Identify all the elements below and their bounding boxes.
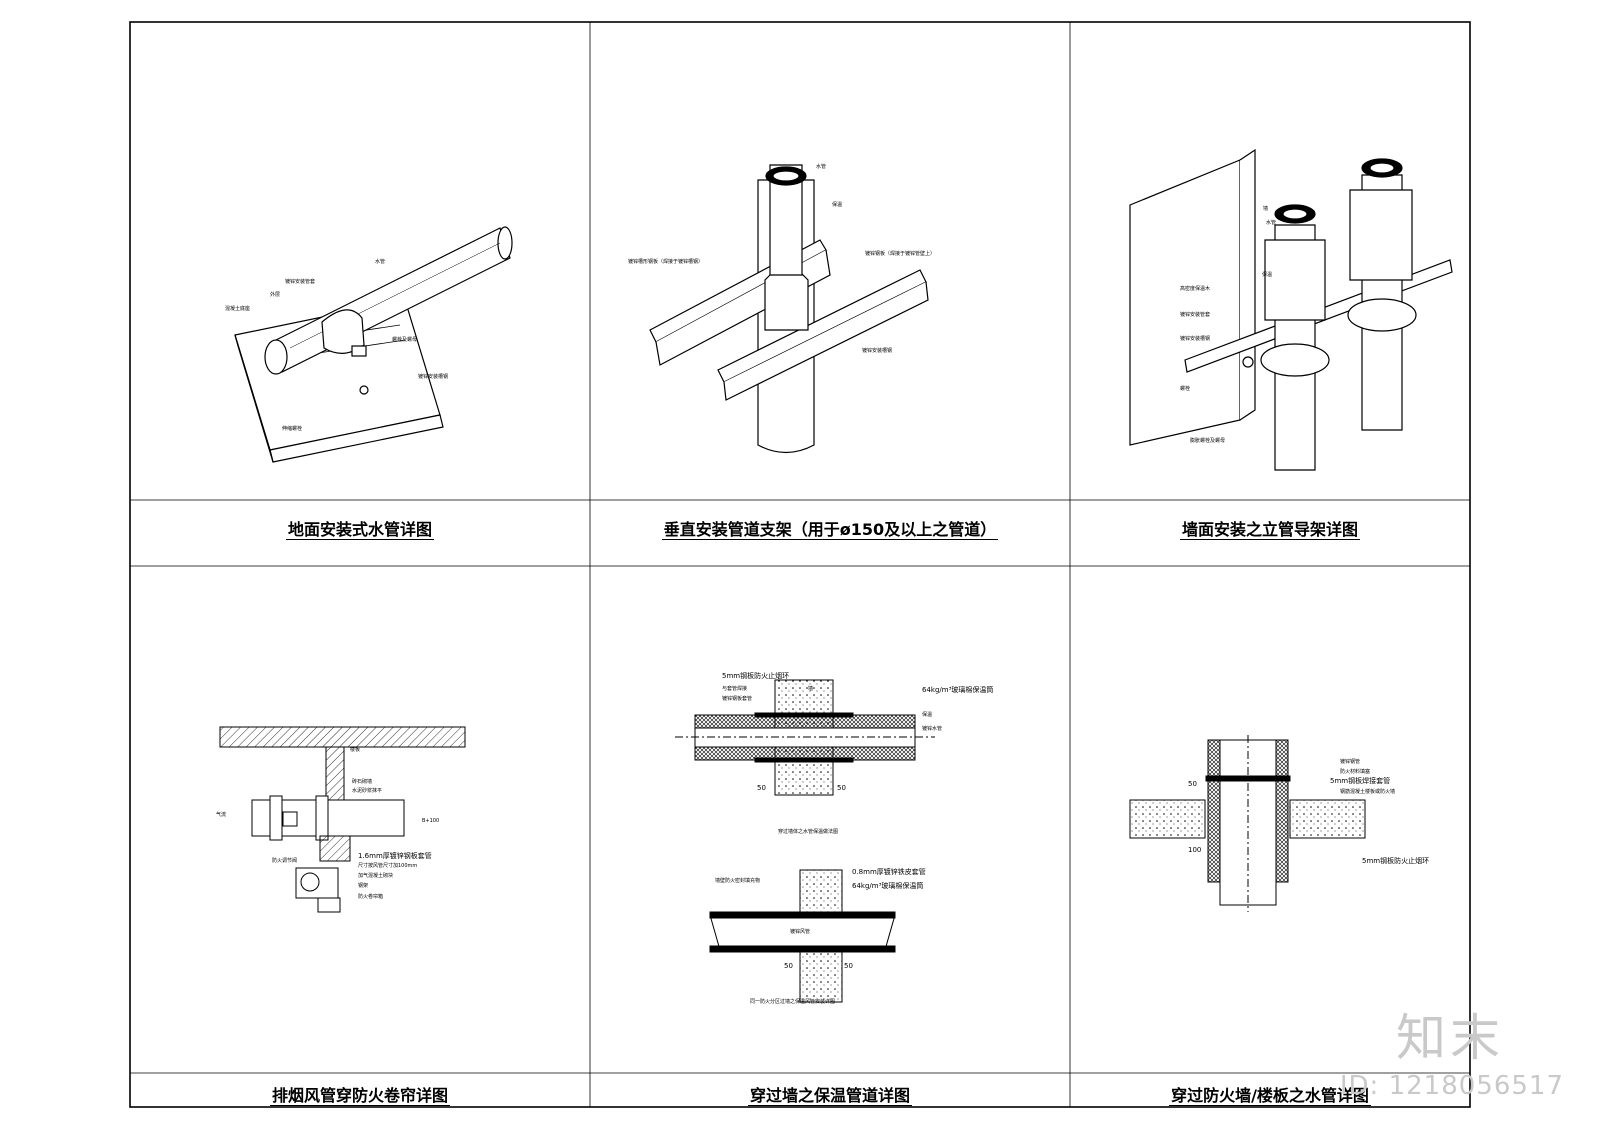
label-taoguan: 镀锌钢板套管 bbox=[722, 695, 752, 702]
label-louban-fanghuoqiang: 钢筋混凝土楼板或防火墙 bbox=[1340, 788, 1395, 795]
panel-wall-riser-drawing bbox=[1129, 148, 1453, 471]
label-baowen: 保温 bbox=[1262, 271, 1272, 278]
label-luoshuan: 螺栓 bbox=[1180, 385, 1190, 392]
panel-vertical-support-drawing bbox=[649, 164, 929, 454]
label-hunningtu-dizuo: 混凝土底座 bbox=[225, 305, 250, 312]
label-dim-50-c: 50 bbox=[784, 962, 793, 970]
label-caption-duct: 同一防火分区过墙之保温风管安装详图 bbox=[750, 998, 835, 1005]
label-fengguan: 镀锌风管 bbox=[790, 928, 810, 935]
label-duxin-gangguan: 镀锌钢管 bbox=[1340, 758, 1360, 765]
label-dim-50-b: 50 bbox=[837, 784, 846, 792]
label-fanghuo-cailiao: 防火材料填塞 bbox=[1340, 768, 1370, 775]
label-shuini: 水泥砂浆抹平 bbox=[352, 787, 382, 794]
label-tiaojiefa: 防火调节阀 bbox=[272, 857, 297, 864]
panel-smoke-duct-drawing bbox=[219, 726, 466, 913]
label-chicun: 尺寸按风管尺寸加100mm bbox=[358, 862, 417, 869]
label-jiaqi-hunningtu: 加气混凝土砌块 bbox=[358, 872, 393, 879]
label-shuiguan: 水管 bbox=[1266, 219, 1276, 226]
caption-smoke-duct: 排烟风管穿防火卷帘详图 bbox=[269, 1086, 450, 1106]
label-tiepi-taoguan: 0.8mm厚镀锌铁皮套管 bbox=[852, 867, 926, 876]
label-caogang: 镀锌安装槽钢 bbox=[1180, 335, 1210, 342]
label-dim-50-a: 50 bbox=[757, 784, 766, 792]
label-dim-100: 100 bbox=[1188, 846, 1201, 854]
label-qiang: 墙 bbox=[808, 685, 813, 692]
label-dim-b100: B+100 bbox=[422, 818, 439, 824]
caption-firewall-pipe: 穿过防火墙/楼板之水管详图 bbox=[1169, 1086, 1371, 1106]
panel-insulated-pipe-drawing bbox=[675, 679, 935, 1003]
label-louban: 楼板 bbox=[350, 746, 360, 753]
label-hanjie-taoguan: 5mm钢板焊接套管 bbox=[1330, 776, 1390, 785]
label-mifeng: 墙壁防火密封填充物 bbox=[715, 877, 760, 884]
caption-vertical-support: 垂直安装管道支架（用于ø150及以上之管道） bbox=[661, 520, 999, 540]
label-juanlian-xiang: 防火卷帘箱 bbox=[358, 893, 383, 900]
label-duxin-gangban: 镀锌钢板（焊接于镀锌管壁上） bbox=[865, 250, 935, 257]
label-zhiyanhuan-6: 5mm钢板防火止烟环 bbox=[1362, 856, 1429, 865]
panel-insulated-pipe-labels: 5mm钢板防火止烟环 与套管焊接 镀锌钢板套管 墙 64kg/m³玻璃棉保温筒 … bbox=[715, 671, 993, 1005]
label-dim-50: 50 bbox=[1188, 780, 1197, 788]
panel-floor-pipe-labels: 水管 镀锌安装管套 外层 混凝土底座 螺栓及螺母 镀锌安装槽钢 伸缩螺栓 bbox=[225, 258, 448, 432]
label-qiang: 墙 bbox=[1263, 205, 1268, 212]
label-caoxing-gangban: 镀锌槽形钢板（焊接于镀锌槽钢） bbox=[628, 258, 703, 265]
label-baowen: 保温 bbox=[832, 201, 842, 208]
label-caption-pipe: 穿过墙体之水管保温做法图 bbox=[778, 828, 838, 835]
label-zhuanshi: 砖石砌墙 bbox=[352, 778, 372, 785]
panel-firewall-pipe-labels: 镀锌钢管 防火材料填塞 5mm钢板焊接套管 钢筋混凝土楼板或防火墙 5mm钢板防… bbox=[1188, 758, 1429, 865]
watermark-id: ID: 1218056517 bbox=[1339, 1071, 1564, 1101]
panel-wall-riser-labels: 墙 水管 保温 高密度保温木 镀锌安装管套 镀锌安装槽钢 螺栓 膨胀螺栓及螺母 bbox=[1180, 205, 1276, 444]
panel-smoke-duct-labels: 楼板 砖石砌墙 水泥砂浆抹平 1.6mm厚镀锌钢板套管 尺寸按风管尺寸加100m… bbox=[216, 746, 439, 900]
label-hanjie: 与套管焊接 bbox=[722, 685, 747, 692]
caption-wall-riser: 墙面安装之立管导架详图 bbox=[1179, 520, 1360, 540]
label-waiceng: 外层 bbox=[270, 291, 280, 298]
label-qiliu: 气流 bbox=[216, 811, 226, 818]
label-shuiguan: 水管 bbox=[375, 258, 385, 265]
label-pengzhang-luoshuan: 膨胀螺栓及螺母 bbox=[1190, 437, 1225, 444]
label-anzhuang-guantao: 镀锌安装管套 bbox=[285, 278, 315, 285]
caption-insulated-pipe: 穿过墙之保温管道详图 bbox=[747, 1086, 912, 1106]
label-gangjia: 钢架 bbox=[358, 882, 368, 889]
sheet-frame bbox=[129, 21, 1471, 1108]
label-baowenmu: 高密度保温木 bbox=[1180, 285, 1210, 292]
label-boliminan: 64kg/m³玻璃棉保温筒 bbox=[922, 685, 993, 694]
label-zhiyanhuan: 5mm钢板防火止烟环 bbox=[722, 671, 789, 680]
caption-floor-pipe: 地面安装式水管详图 bbox=[285, 520, 434, 540]
label-luoshuan: 螺栓及螺母 bbox=[392, 336, 417, 343]
label-guantao: 镀锌安装管套 bbox=[1180, 311, 1210, 318]
panel-firewall-pipe-drawing bbox=[1129, 735, 1366, 912]
watermark-brand: 知末 bbox=[1396, 1009, 1504, 1067]
panel-floor-pipe-drawing bbox=[234, 226, 513, 463]
label-anzhuang-caogang: 镀锌安装槽钢 bbox=[862, 347, 892, 354]
panel-vertical-support-labels: 水管 保温 镀锌槽形钢板（焊接于镀锌槽钢） 镀锌钢板（焊接于镀锌管壁上） 镀锌安… bbox=[628, 163, 935, 354]
label-caogang: 镀锌安装槽钢 bbox=[418, 373, 448, 380]
label-dim-50-d: 50 bbox=[844, 962, 853, 970]
label-gangban-taoguan: 1.6mm厚镀锌钢板套管 bbox=[358, 851, 432, 860]
label-boliminan-2: 64kg/m³玻璃棉保温筒 bbox=[852, 881, 923, 890]
label-duxin-shuiguan: 镀锌水管 bbox=[922, 725, 942, 732]
label-baowen: 保温 bbox=[922, 711, 932, 718]
label-shuiguan: 水管 bbox=[816, 163, 826, 170]
label-shensuo-luoshuan: 伸缩螺栓 bbox=[282, 425, 302, 432]
